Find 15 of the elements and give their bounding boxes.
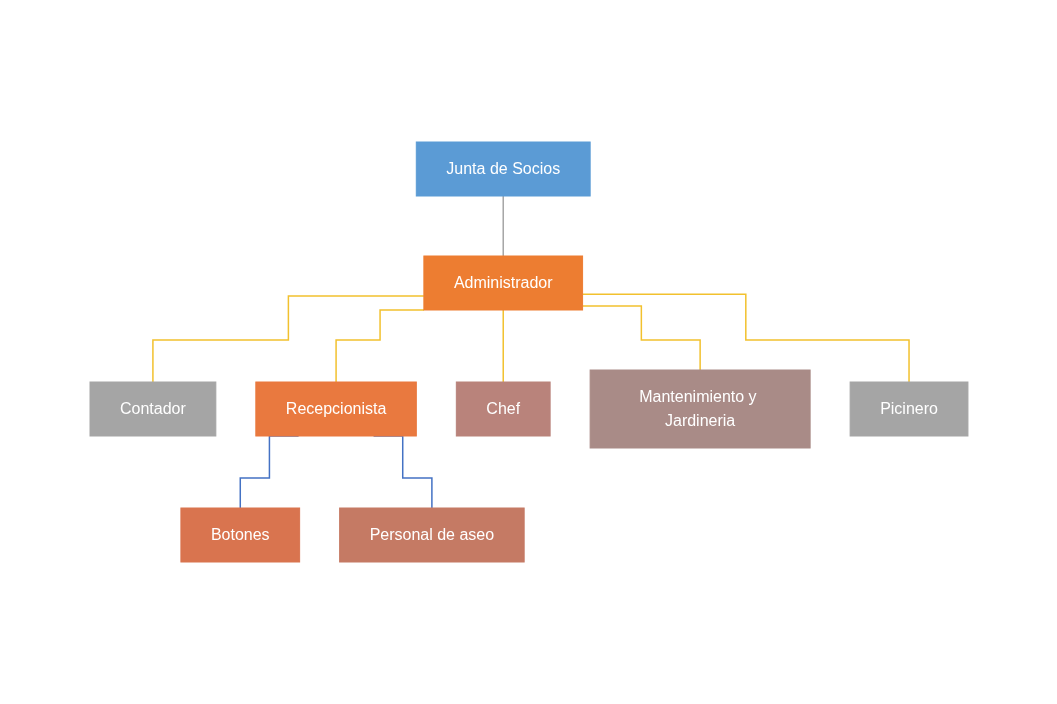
node-box: Picinero <box>849 381 968 437</box>
node-box: Mantenimiento y Jardineria <box>589 369 811 449</box>
connector <box>581 293 910 383</box>
connector <box>502 309 504 383</box>
node-box: Recepcionista <box>254 381 417 437</box>
node-box: Personal de aseo <box>338 507 525 563</box>
node-box: Junta de Socios <box>415 141 591 197</box>
connector <box>151 295 425 383</box>
node-box: Administrador <box>422 255 583 311</box>
connector <box>502 195 504 257</box>
connector <box>581 305 701 371</box>
node-box: Contador <box>89 381 216 437</box>
node-box: Chef <box>455 381 551 437</box>
node-box: Botones <box>179 507 300 563</box>
connector <box>334 309 425 383</box>
